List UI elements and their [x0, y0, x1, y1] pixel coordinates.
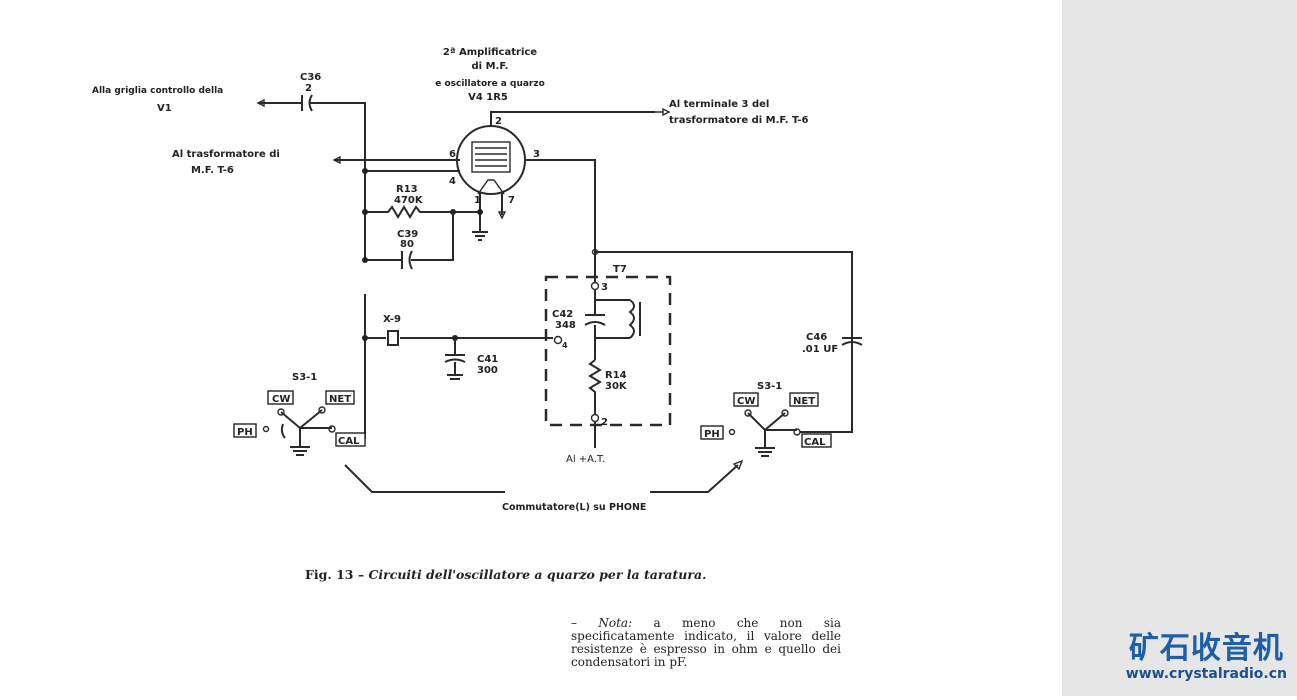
- resistor-r14: [588, 359, 602, 448]
- svg-text:S3-1: S3-1: [757, 381, 782, 392]
- wire-plate: [490, 111, 655, 126]
- crystal-x9: [387, 330, 399, 346]
- commutator-bracket: [344, 464, 739, 493]
- wire-pins-6-4: [334, 159, 460, 172]
- arrow-down-icon: [497, 211, 507, 220]
- label-transformer-2: M.F. T-6: [191, 165, 234, 176]
- r13-value: 470K: [394, 195, 424, 206]
- pin-2: 2: [495, 116, 502, 127]
- label-terminal-1: Al terminale 3 del: [669, 99, 769, 110]
- watermark-title: 矿石收音机: [1128, 631, 1284, 666]
- t7-name: T7: [613, 264, 627, 275]
- r13-name: R13: [396, 184, 418, 195]
- c42-name: C42: [552, 309, 573, 320]
- tube-title-2: di M.F.: [472, 61, 509, 72]
- figure-title: Circuiti dell'oscillatore a quarzo per l…: [368, 567, 707, 582]
- pin-6: 6: [449, 149, 456, 160]
- footnote: – Nota: a meno che non sia specificatame…: [571, 616, 841, 669]
- svg-text:CAL: CAL: [338, 436, 360, 447]
- tube-title-4: V4 1R5: [468, 92, 508, 103]
- note-label: Nota:: [598, 616, 633, 630]
- c39-name: C39: [397, 229, 418, 240]
- tube-title-3: e oscillatore a quarzo: [435, 79, 545, 89]
- capacitor-c36: [301, 94, 313, 112]
- capacitor-c41: [444, 338, 466, 380]
- document-page: 2ª Amplificatrice di M.F. e oscillatore …: [92, 47, 863, 669]
- tube-title-1: 2ª Amplificatrice: [443, 47, 537, 58]
- svg-text:CW: CW: [737, 396, 755, 407]
- c41-name: C41: [477, 354, 498, 365]
- resistor-r13: [365, 205, 480, 219]
- oscillator-schematic: 2ª Amplificatrice di M.F. e oscillatore …: [92, 47, 863, 513]
- pin-7: 7: [508, 195, 515, 206]
- c36-name: C36: [300, 72, 321, 83]
- tube-v4: [456, 125, 526, 195]
- x9-name: X-9: [383, 314, 401, 325]
- junction-dot: [362, 168, 368, 174]
- c42-value: 348: [555, 320, 576, 331]
- svg-text:PH: PH: [704, 429, 720, 440]
- transformer-t7-shield: [544, 275, 672, 427]
- capacitor-c39: [401, 250, 413, 270]
- arrow-left-icon: [332, 155, 341, 165]
- r14-name: R14: [605, 370, 627, 381]
- arrow-icon: [732, 459, 744, 471]
- pin-4: 4: [449, 176, 456, 187]
- note-text: a meno che non sia specificatamente indi…: [571, 616, 841, 669]
- watermark-logo: 矿石收音机 www.crystalradio.cn: [1125, 631, 1287, 683]
- capacitor-c46: [841, 337, 863, 346]
- label-grid-1: Alla griglia controllo della: [92, 86, 223, 96]
- watermark-url: www.crystalradio.cn: [1125, 666, 1287, 682]
- commutator-label: Commutatore(L) su PHONE: [502, 502, 646, 513]
- svg-text:NET: NET: [329, 394, 351, 405]
- switch-s3-1-right: S3-1 CW NET PH CAL: [700, 381, 832, 457]
- r14-value: 30K: [605, 381, 628, 392]
- c36-value: 2: [305, 83, 312, 94]
- ground-icon: [472, 231, 488, 241]
- t7-pin-3: 3: [601, 282, 608, 293]
- svg-text:NET: NET: [793, 396, 815, 407]
- figure-caption: Fig. 13 – Circuiti dell'oscillatore a qu…: [305, 567, 706, 582]
- supply-label: Al +A.T.: [566, 454, 605, 465]
- c39-value: 80: [400, 239, 414, 250]
- capacitor-c42: [584, 314, 606, 326]
- wire-c39: [365, 212, 454, 261]
- coil-t7: [595, 299, 635, 339]
- svg-text:PH: PH: [237, 427, 253, 438]
- pin-1: 1: [474, 195, 481, 206]
- svg-text:S3-1: S3-1: [292, 372, 317, 383]
- figure-number: Fig. 13 –: [305, 567, 365, 582]
- label-terminal-2: trasformatore di M.F. T-6: [669, 115, 809, 126]
- label-grid-2: V1: [157, 103, 172, 114]
- svg-text:CAL: CAL: [804, 437, 826, 448]
- c41-value: 300: [477, 365, 498, 376]
- side-panel: 矿石收音机 www.crystalradio.cn: [1062, 0, 1297, 696]
- arrow-left-icon: [256, 98, 265, 108]
- label-transformer-1: Al trasformatore di: [172, 149, 280, 160]
- c46-name: C46: [806, 332, 827, 343]
- wire-pin3: [525, 159, 596, 252]
- svg-text:CW: CW: [272, 394, 290, 405]
- arrow-right-icon: [655, 107, 671, 117]
- c46-value: .01 UF: [802, 344, 838, 355]
- t7-pin-2: 2: [601, 417, 608, 428]
- pin-3: 3: [533, 149, 540, 160]
- t7-pin-4: 4: [562, 341, 568, 350]
- switch-s3-1-left: S3-1 CW NET PH CAL: [233, 372, 366, 456]
